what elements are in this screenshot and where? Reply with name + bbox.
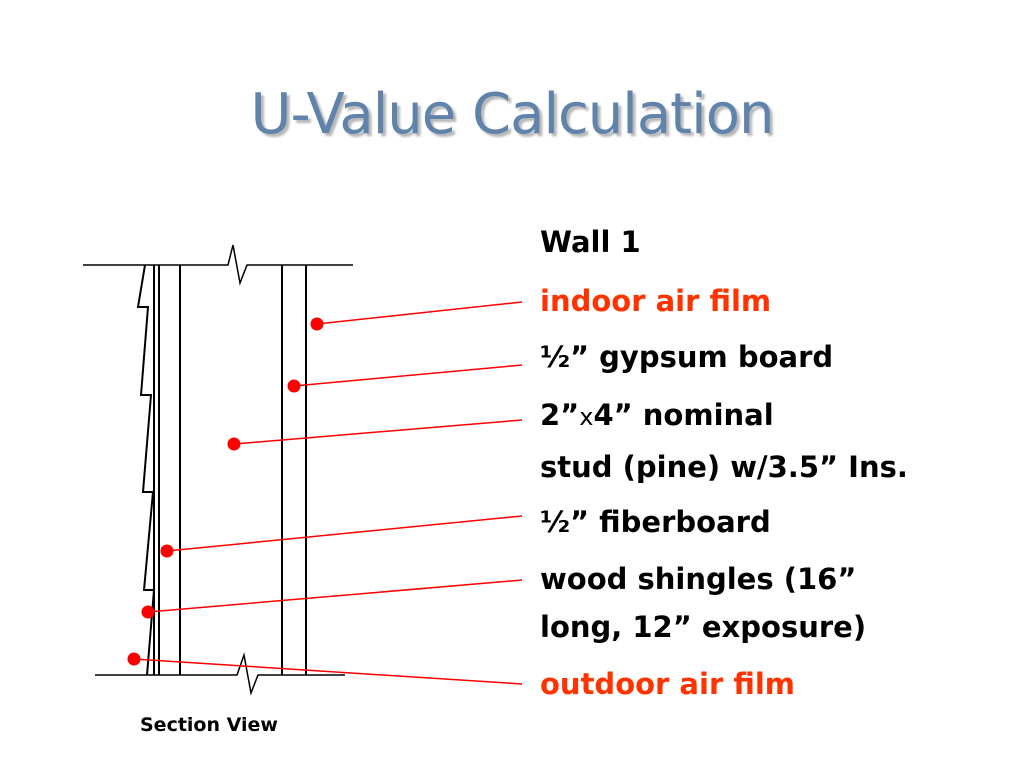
leader-outdoor-air-film (133, 658, 523, 685)
top-break-line (83, 244, 353, 286)
leader-shingles (147, 579, 523, 613)
leader-gypsum-board (293, 364, 523, 387)
stud-dim-x: x (579, 403, 594, 431)
label-shingles-line1: wood shingles (16” (540, 562, 857, 596)
stud-dim-1: 2” (540, 398, 580, 432)
label-fiberboard: ½” fiberboard (540, 505, 771, 539)
dot-fiberboard (160, 544, 174, 558)
wood-shingles (136, 264, 156, 676)
section-view-caption: Section View (140, 714, 278, 736)
label-gypsum-board: ½” gypsum board (540, 340, 834, 374)
leader-stud (233, 419, 523, 445)
stud-dim-2: 4” nominal (593, 398, 774, 432)
slide-title: U-Value Calculation (250, 82, 775, 147)
bottom-break-line (95, 652, 345, 696)
dot-stud (227, 437, 241, 451)
dot-shingles (141, 605, 155, 619)
label-outdoor-air-film: outdoor air film (540, 667, 795, 701)
label-stud-line1: 2”x4” nominal (540, 398, 774, 434)
label-shingles-line2: long, 12” exposure) (540, 610, 867, 644)
wall-heading: Wall 1 (540, 225, 641, 259)
label-stud-line2: stud (pine) w/3.5” Ins. (540, 450, 908, 484)
leader-fiberboard (166, 515, 523, 552)
dot-indoor-air-film (310, 317, 324, 331)
label-indoor-air-film: indoor air film (540, 284, 772, 318)
dot-outdoor-air-film (127, 652, 141, 666)
dot-gypsum-board (287, 379, 301, 393)
leader-indoor-air-film (316, 301, 523, 325)
